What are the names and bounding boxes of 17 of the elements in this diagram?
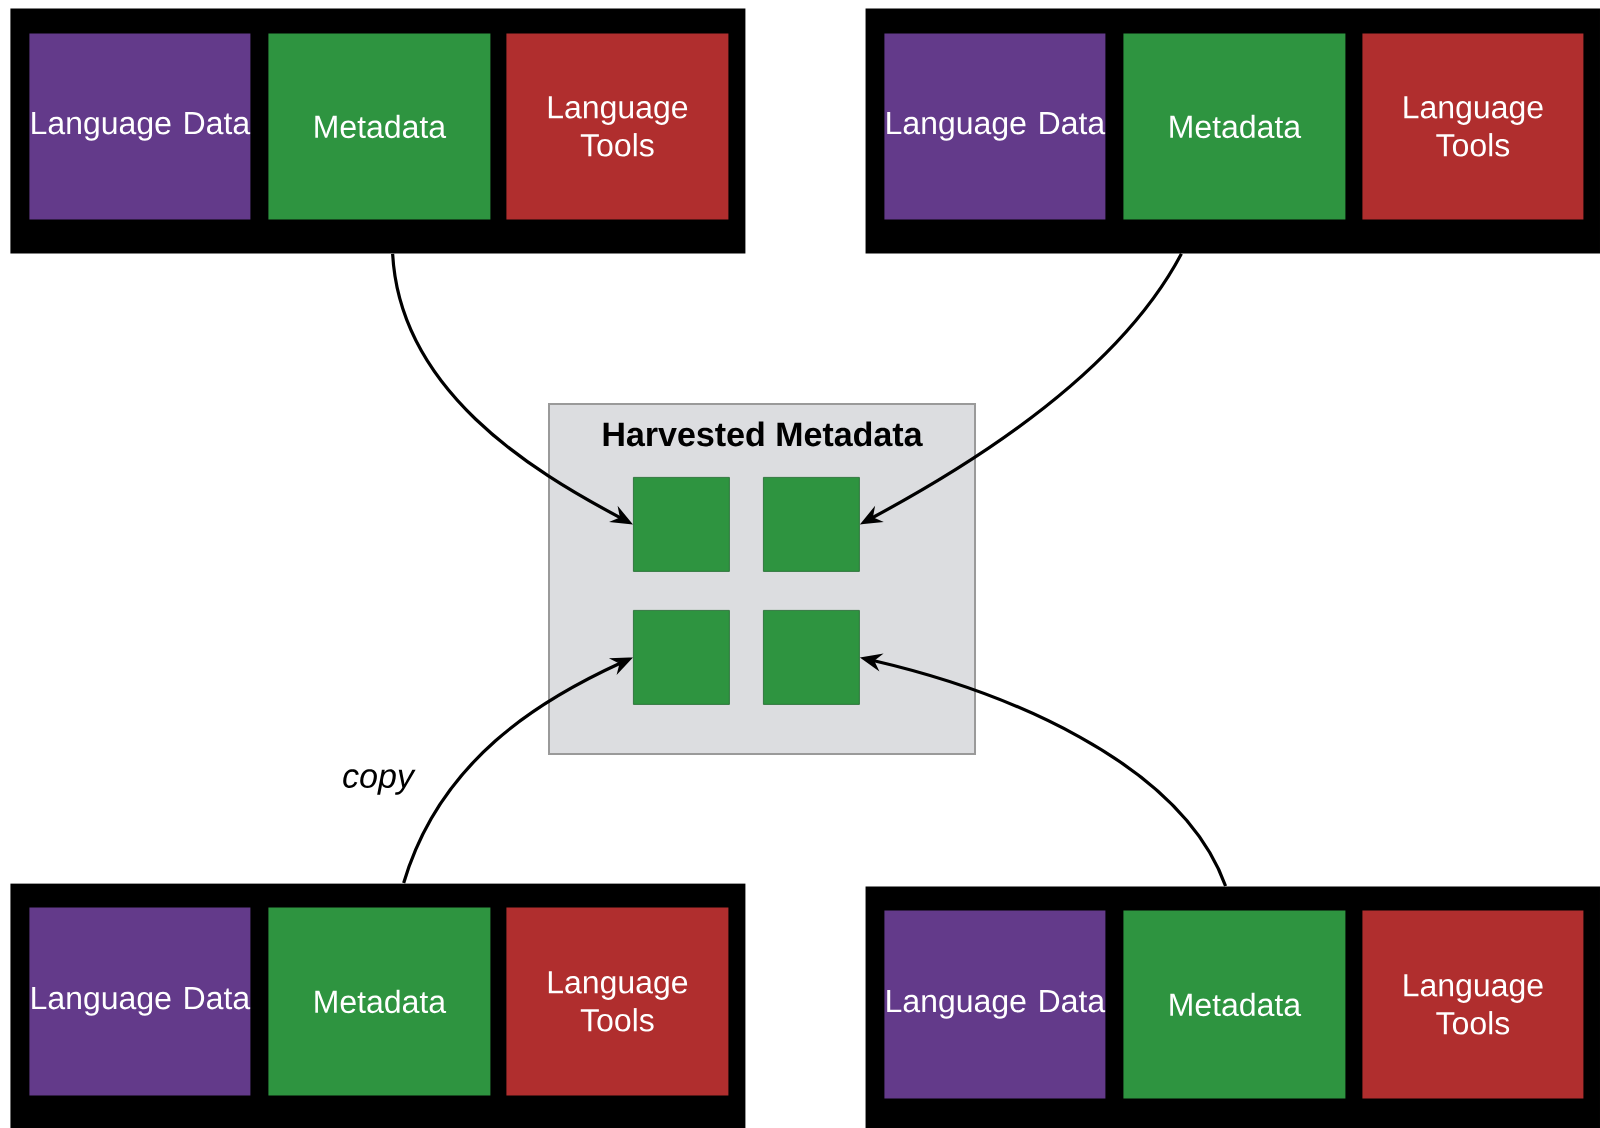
metadata-square [763,477,860,572]
tools-tile: Language Tools [506,907,729,1096]
metadata-square [633,610,730,705]
data-tile: Language Data [29,33,251,220]
edge-label: copy [343,769,416,795]
data-tile: Language Data [884,33,1106,220]
metadata-tile: Metadata [1123,910,1346,1099]
tools-tile: Language Tools [506,33,729,220]
metadata-tile: Metadata [268,907,491,1096]
metadata-square [633,477,730,572]
data-tile: Language Data [884,910,1106,1099]
metadata-square [763,610,860,705]
metadata-tile: Metadata [1123,33,1346,220]
data-tile: Language Data [29,907,251,1096]
tools-tile: Language Tools [1362,33,1584,220]
tools-tile: Language Tools [1362,910,1584,1099]
metadata-tile: Metadata [268,33,491,220]
